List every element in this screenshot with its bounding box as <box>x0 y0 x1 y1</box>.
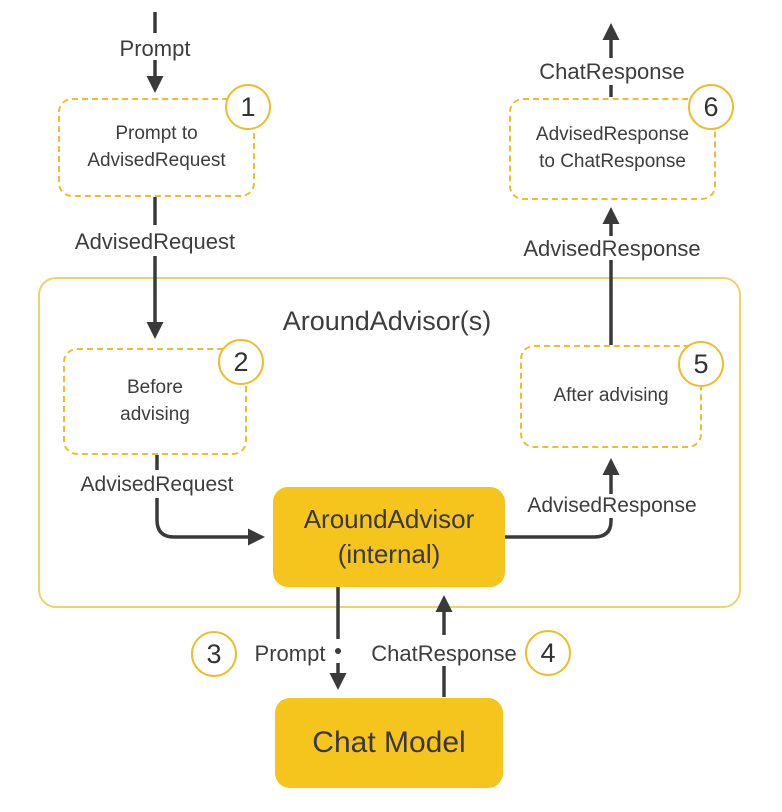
step-badge-4: 4 <box>525 630 571 676</box>
edge-label-advisedrequest-outer: AdvisedRequest <box>71 229 239 255</box>
step-badge-3: 3 <box>191 631 237 677</box>
edge-dot-prompt <box>335 648 341 654</box>
around-advisors-container: AroundAdvisor(s) <box>38 277 741 608</box>
node-chat-model: Chat Model <box>275 698 503 788</box>
edge-label-advisedresponse-outer: AdvisedResponse <box>520 236 704 262</box>
node-after-advising: After advising <box>520 345 702 448</box>
edge-label-advisedrequest-inner: AdvisedRequest <box>77 473 237 497</box>
node-before-advising: Before advising <box>63 348 247 455</box>
step-badge-6: 6 <box>688 84 734 130</box>
node-advisedresponse-to-chatresponse: AdvisedResponse to ChatResponse <box>509 98 716 200</box>
node-prompt-to-advisedrequest: Prompt to AdvisedRequest <box>58 98 255 197</box>
node-label-line: Chat Model <box>312 725 466 759</box>
edge-label-chatresponse-out: ChatResponse <box>536 59 688 85</box>
node-label-line: to ChatResponse <box>539 151 686 172</box>
step-badge-2: 2 <box>218 339 264 385</box>
node-label-line: After advising <box>553 385 669 407</box>
node-label-line: advising <box>120 403 190 425</box>
node-label-line: AdvisedResponse <box>535 124 690 146</box>
node-label-line: AroundAdvisor <box>303 503 475 534</box>
node-around-advisor-internal: AroundAdvisor (internal) <box>273 487 505 587</box>
node-label-line: Before <box>127 376 183 398</box>
edge-label-prompt-in: Prompt <box>116 36 194 62</box>
container-title: AroundAdvisor(s) <box>282 306 492 336</box>
edge-label-advisedresponse-inner: AdvisedResponse <box>524 494 700 518</box>
edge-label-chatresponse-from-model: ChatResponse <box>368 641 520 667</box>
step-badge-5: 5 <box>678 341 724 387</box>
step-badge-1: 1 <box>225 84 271 130</box>
node-label-line: (internal) <box>337 539 441 569</box>
node-label-line: Prompt to <box>115 122 198 144</box>
edge-label-prompt-to-model: Prompt <box>251 641 329 667</box>
node-label-line: AdvisedRequest <box>87 149 226 171</box>
